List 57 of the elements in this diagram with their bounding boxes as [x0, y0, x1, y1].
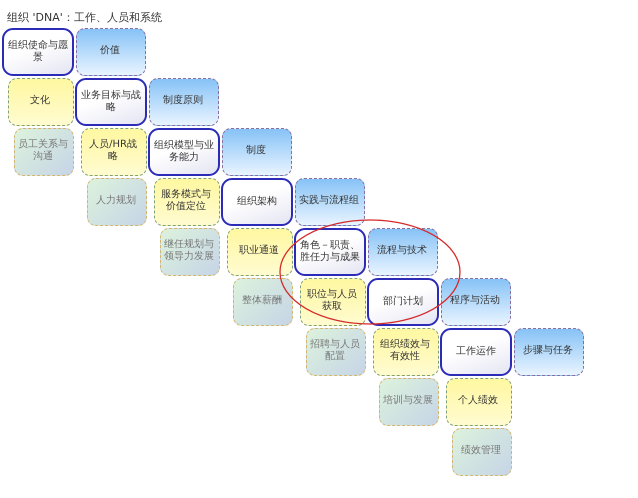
value-card: [149, 78, 219, 126]
card-label: 实践与流程组: [299, 194, 359, 208]
practice-card: [87, 178, 147, 226]
title-card: [221, 178, 293, 226]
title-card: [2, 28, 74, 76]
card-label: 组织使命与愿景: [7, 38, 69, 65]
card-label: 服务模式与价值定位: [160, 188, 212, 214]
card-label: 培训与发展: [383, 394, 433, 408]
card-label: 步骤与任务: [522, 344, 574, 358]
card-label: 组织架构: [236, 194, 278, 209]
card-label: 价值: [99, 44, 121, 58]
value-card: [368, 228, 438, 276]
card-label: 流程与技术: [376, 244, 428, 258]
card-label: 部门计划: [382, 294, 424, 309]
card-label: 组织模型与业务能力: [153, 138, 215, 165]
practice-card: [233, 278, 293, 326]
practice-card: [452, 428, 512, 476]
card-label: 职位与人员获取: [306, 288, 358, 314]
title-card: [148, 128, 220, 176]
card-label: 工作运作: [455, 344, 497, 359]
practice-card: [160, 228, 220, 276]
title-card: [440, 328, 512, 376]
title-card: [367, 278, 439, 326]
practice-card: [14, 128, 74, 176]
title-card: [294, 228, 366, 276]
card-label: 个人绩效: [457, 394, 499, 408]
card-label: 整体薪酬: [241, 294, 283, 308]
card-label: 角色－职责、胜任力与成果: [299, 238, 361, 265]
card-label: 制度原则: [162, 94, 204, 108]
card-label: 人员/HR战略: [88, 138, 138, 164]
title: 组织 'DNA'：工作、人员和系统: [7, 10, 162, 25]
practice-card: [379, 378, 439, 426]
strategy-card: [373, 328, 439, 376]
card-label: 绩效管理: [460, 444, 502, 458]
value-card: [295, 178, 365, 226]
strategy-card: [8, 78, 74, 126]
strategy-card: [227, 228, 293, 276]
value-card: [76, 28, 146, 76]
strategy-card: [154, 178, 220, 226]
value-card: [514, 328, 584, 376]
value-card: [222, 128, 292, 176]
card-label: 继任规划与领导力发展: [164, 238, 214, 264]
card-label: 文化: [29, 94, 51, 108]
practice-card: [306, 328, 366, 376]
card-label: 招聘与人员配置: [310, 338, 360, 364]
card-label: 制度: [245, 144, 267, 158]
card-label: 业务目标与战略: [80, 88, 142, 115]
value-card: [441, 278, 511, 326]
strategy-card: [300, 278, 366, 326]
strategy-card: [446, 378, 512, 426]
card-label: 程序与活动: [449, 294, 501, 308]
card-label: 员工关系与沟通: [18, 138, 68, 164]
title-card: [75, 78, 147, 126]
strategy-card: [81, 128, 147, 176]
card-label: 人力规划: [95, 194, 137, 208]
card-label: 职业通道: [238, 244, 280, 258]
card-label: 组织绩效与有效性: [379, 338, 431, 364]
